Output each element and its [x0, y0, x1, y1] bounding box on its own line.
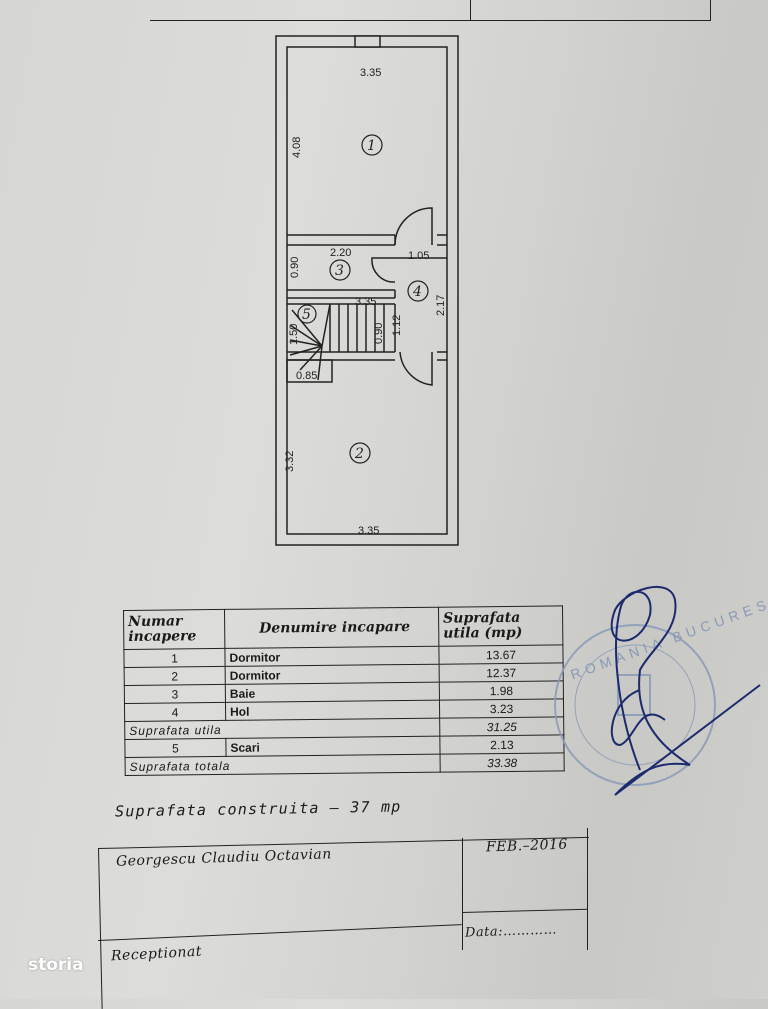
wall-room1: [287, 234, 396, 246]
top-box-divider: [470, 0, 471, 20]
stairs-walls: [287, 303, 396, 361]
total-label: Suprafata totala: [125, 754, 441, 776]
window: [354, 35, 381, 48]
dim-room1-width: 3.35: [360, 67, 381, 79]
room-1-label: 1: [367, 138, 376, 154]
dim-stairs-width: 3.35: [355, 296, 376, 308]
room-5-label: 5: [302, 307, 311, 323]
cell-nr: 4: [124, 702, 226, 722]
dim-room1-length: 4.08: [291, 137, 303, 158]
stamp-icon: [554, 624, 716, 786]
room-4-label: 4: [412, 284, 422, 300]
storia-watermark: storia: [28, 955, 84, 975]
room-3-label: 3: [335, 263, 344, 279]
data-label: Data:…………: [464, 922, 558, 941]
signature-icon: [610, 585, 761, 796]
cell-name: Hol: [225, 700, 440, 721]
title-block-right-edge: [587, 828, 588, 950]
dim-bath-depth: 0.90: [289, 257, 301, 278]
cell-nr: 3: [124, 684, 226, 704]
document-date: FEB.–2016: [485, 836, 569, 856]
door-arc-room1: [394, 207, 433, 246]
stair-treads: [286, 303, 385, 383]
dim-room2-width: 3.35: [358, 525, 379, 537]
dim-stairs-landing: 0.85: [296, 370, 317, 382]
door-arc-room2: [399, 351, 433, 386]
dim-hall-width: 1.05: [408, 250, 429, 262]
cell-name: Dormitor: [225, 664, 440, 685]
cell-nr: 5: [124, 738, 227, 758]
header-denumire: Denumire incapare: [224, 607, 439, 649]
cell-name: Baie: [225, 682, 440, 703]
table-header: Numar incapere Denumire incapare Suprafa…: [123, 605, 563, 650]
dim-stairs-depth: 0.90: [373, 323, 385, 344]
top-box-fragment: [150, 0, 711, 21]
dim-hall-length: 2.17: [435, 295, 447, 316]
dim-bath-width: 2.20: [330, 247, 351, 259]
built-area-text: Suprafata construita – 37 mp: [114, 797, 402, 821]
cell-nr: 2: [124, 666, 226, 686]
dim-room2-length: 3.32: [284, 451, 296, 472]
floor-plan: 1 2 3 4 5 3.35 4.08 3.35 3.32 2.20 0.90 …: [275, 35, 459, 546]
rooms-table: Numar incapere Denumire incapare Suprafa…: [123, 605, 565, 776]
title-block-divider: [462, 838, 463, 950]
room-2-label: 2: [354, 446, 364, 462]
dim-stairs-height: 1.50: [288, 324, 300, 345]
dimensions: 3.35 4.08 3.35 3.32 2.20 0.90 1.05 2.17 …: [284, 67, 447, 537]
dim-hall-door: 1.12: [391, 315, 403, 336]
door-arc-bath: [371, 257, 396, 283]
wall-bath: [287, 289, 396, 299]
stamp-signature: ROMANIA BUCURESTI: [554, 585, 768, 796]
cell-name: Dormitor: [224, 646, 440, 667]
cell-nr: 1: [123, 648, 226, 668]
cell-name: Scari: [225, 736, 441, 757]
header-numar: Numar incapere: [123, 609, 225, 650]
room-labels: 1 2 3 4 5: [297, 134, 429, 464]
